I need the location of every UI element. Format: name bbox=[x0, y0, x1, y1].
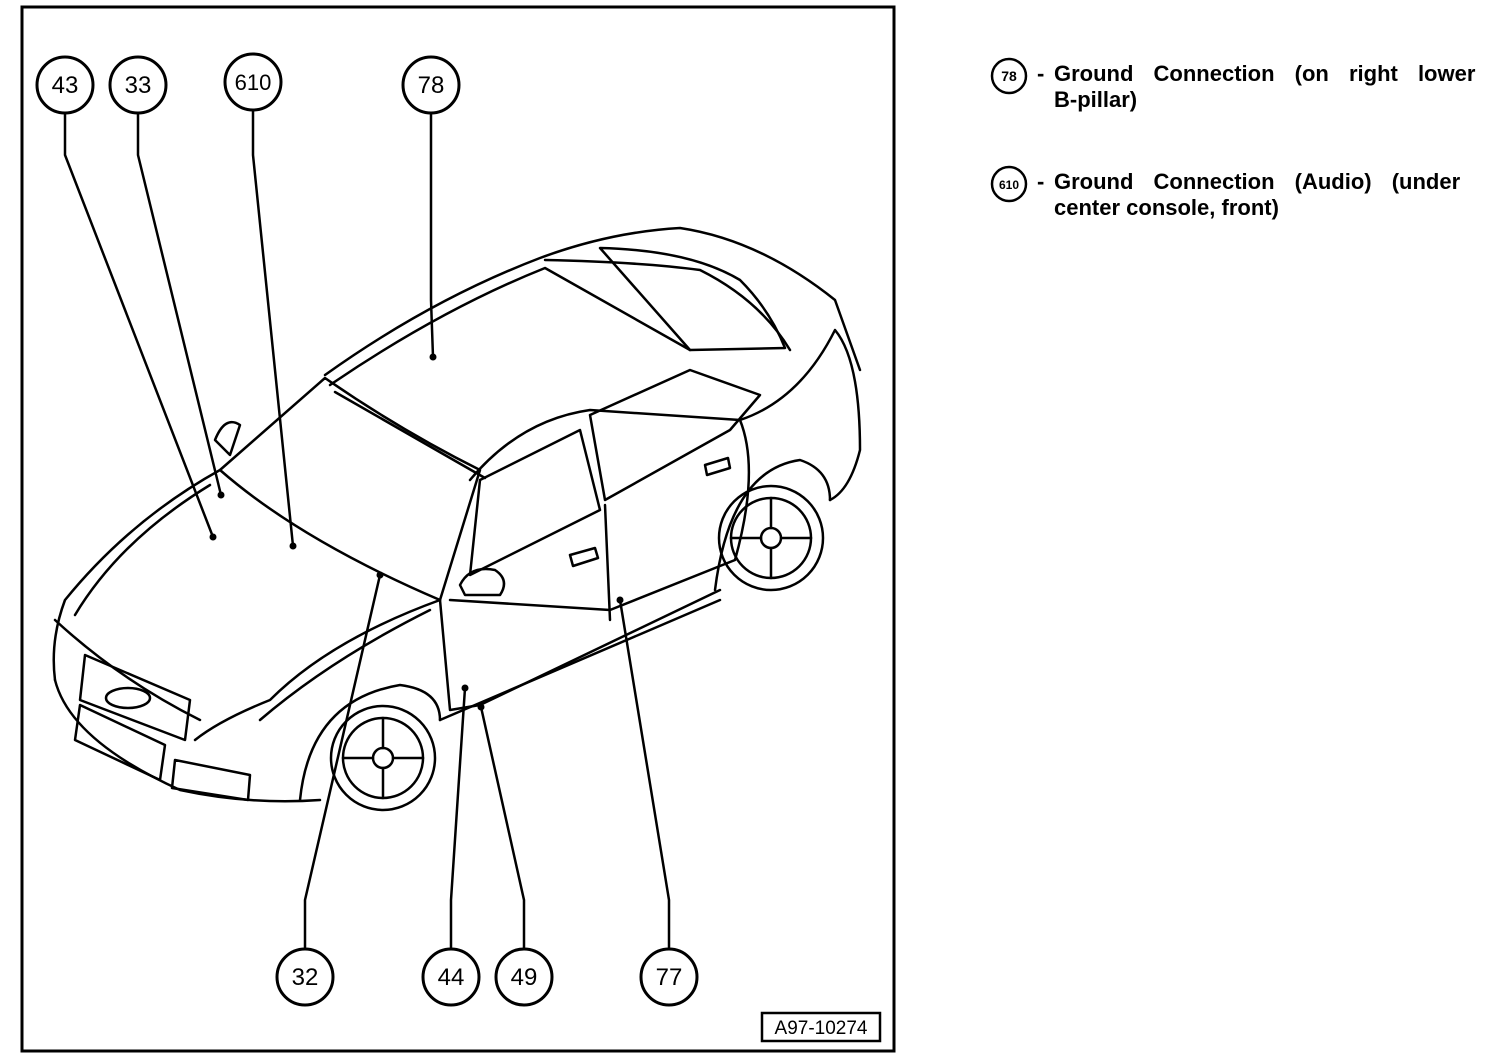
callout-43: 43 bbox=[35, 55, 95, 115]
legend-badge-610: 610 bbox=[990, 165, 1028, 203]
callout-610-label: 610 bbox=[235, 70, 272, 95]
legend-78-line2: B-pillar) bbox=[1054, 87, 1138, 112]
callout-49-label: 49 bbox=[511, 964, 538, 991]
leader-dots bbox=[209, 353, 624, 711]
callout-33-label: 33 bbox=[125, 72, 152, 99]
callout-33: 33 bbox=[108, 55, 168, 115]
callout-44-label: 44 bbox=[438, 964, 465, 991]
legend-item-610: 610 - Ground Connection (Audio) (under c… bbox=[990, 165, 1504, 225]
callout-77-label: 77 bbox=[656, 964, 683, 991]
legend-610-line1: Ground Connection (Audio) (under bbox=[1054, 169, 1461, 194]
legend-610-line2: center console, front) bbox=[1054, 195, 1279, 220]
legend-dash: - bbox=[1037, 169, 1045, 194]
car-ground-points-diagram: 43 33 610 78 32 44 49 77 A97-10274 bbox=[20, 5, 896, 1053]
callout-43-label: 43 bbox=[52, 72, 79, 99]
legend-item-78: 78 - Ground Connection (on right lower B… bbox=[990, 57, 1504, 165]
car-illustration bbox=[52, 226, 862, 812]
legend-badge-78: 78 bbox=[990, 57, 1028, 95]
legend-badge-78-label: 78 bbox=[1001, 68, 1017, 84]
legend-78-line1: Ground Connection (on right lower bbox=[1054, 61, 1476, 86]
callout-78-label: 78 bbox=[418, 72, 445, 99]
legend-text-610: Ground Connection (Audio) (under center … bbox=[1054, 169, 1504, 221]
legend-badge-610-label: 610 bbox=[999, 178, 1019, 192]
leader-lines bbox=[63, 110, 671, 950]
figure-id-box: A97-10274 bbox=[760, 1011, 882, 1043]
callout-49: 49 bbox=[494, 947, 554, 1007]
figure-id: A97-10274 bbox=[775, 1018, 868, 1039]
diagram-frame bbox=[20, 5, 896, 1053]
callout-78: 78 bbox=[401, 55, 461, 115]
legend-text-78: Ground Connection (on right lower B-pill… bbox=[1054, 61, 1504, 113]
legend-dash: - bbox=[1037, 61, 1045, 86]
callout-44: 44 bbox=[421, 947, 481, 1007]
legend: 78 - Ground Connection (on right lower B… bbox=[990, 57, 1504, 225]
callout-77: 77 bbox=[639, 947, 699, 1007]
callout-32-label: 32 bbox=[292, 964, 319, 991]
callout-610: 610 bbox=[223, 52, 283, 112]
callout-32: 32 bbox=[275, 947, 335, 1007]
